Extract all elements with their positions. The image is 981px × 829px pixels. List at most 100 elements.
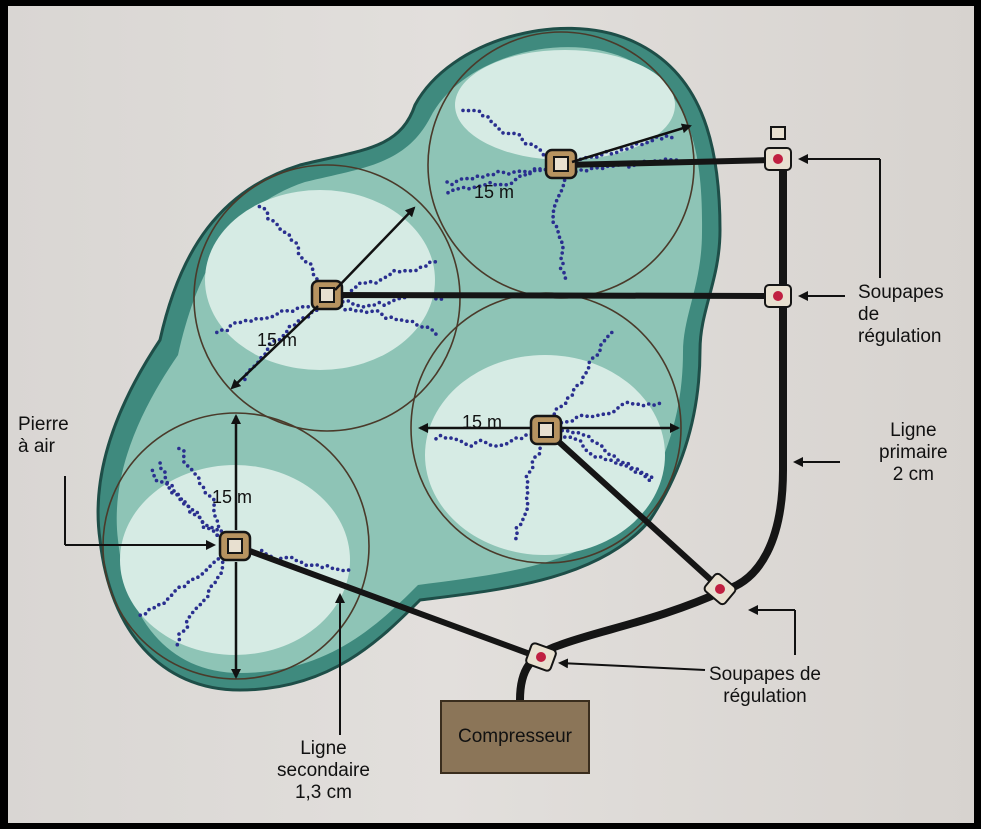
light-water-area: [425, 355, 665, 555]
bubble-dot: [596, 353, 600, 357]
bubble-dot: [518, 169, 522, 173]
bubble-dot: [575, 416, 579, 420]
bubble-dot: [593, 455, 597, 459]
bubble-dot: [464, 442, 468, 446]
bubble-dot: [636, 467, 640, 471]
bubble-dot: [467, 109, 471, 113]
bubble-dot: [175, 493, 179, 497]
bubble-dot: [556, 230, 560, 234]
bubble-dot: [478, 110, 482, 114]
bubble-dot: [551, 215, 555, 219]
bubble-dot: [534, 145, 538, 149]
bubble-dot: [555, 225, 559, 229]
bubble-dot: [358, 282, 362, 286]
bubble-dot: [650, 475, 654, 479]
bubble-dot: [411, 320, 415, 324]
bubble-dot: [193, 472, 197, 476]
bubble-dot: [347, 299, 351, 303]
bubble-dot: [197, 476, 201, 480]
bubble-dot: [420, 325, 424, 329]
bubble-dot: [651, 139, 655, 143]
bubble-dot: [260, 549, 264, 553]
bubble-dot: [166, 597, 170, 601]
label-secondary-line: Ligne secondaire 1,3 cm: [277, 738, 370, 804]
bubble-dot: [533, 455, 537, 459]
bubble-dot: [285, 309, 289, 313]
bubble-dot: [538, 452, 542, 456]
bubble-dot: [616, 406, 620, 410]
bubble-dot: [526, 502, 530, 506]
bubble-dot: [559, 405, 563, 409]
bubble-dot: [528, 470, 532, 474]
bubble-dot: [645, 473, 649, 477]
callout-arrow: [560, 663, 705, 670]
bubble-dot: [163, 470, 167, 474]
label-air-stone: Pierre à air: [18, 414, 69, 458]
bubble-dot: [164, 476, 168, 480]
bubble-dot: [387, 301, 391, 305]
bubble-dot: [496, 170, 500, 174]
bubble-dot: [177, 447, 181, 451]
bubble-dot: [350, 289, 354, 293]
bubble-dot: [566, 429, 570, 433]
bubble-dot: [601, 167, 605, 171]
bubble-dot: [278, 227, 282, 231]
bubble-dot: [367, 304, 371, 308]
bubble-dot: [577, 431, 581, 435]
bubble-dot: [600, 444, 604, 448]
bubble-dot: [606, 335, 610, 339]
regulation-valve: [765, 285, 791, 307]
bubble-dot: [602, 412, 606, 416]
bubble-dot: [444, 436, 448, 440]
bubble-dot: [626, 401, 630, 405]
bubble-dot: [640, 143, 644, 147]
bubble-dot: [208, 564, 212, 568]
bubble-dot: [670, 136, 674, 140]
bubble-dot: [630, 145, 634, 149]
bubble-dot: [558, 235, 562, 239]
bubble-dot: [631, 402, 635, 406]
bubble-dot: [151, 469, 155, 473]
bubble-dot: [580, 414, 584, 418]
bubble-dot: [587, 435, 591, 439]
bubble-dot: [526, 480, 530, 484]
bubble-dot: [315, 563, 319, 567]
bubble-dot: [512, 132, 516, 136]
bubble-dot: [403, 269, 407, 273]
bubble-dot: [310, 563, 314, 567]
bubble-dot: [603, 339, 607, 343]
bubble-dot: [213, 581, 217, 585]
bubble-dot: [196, 575, 200, 579]
bubble-dot: [524, 142, 528, 146]
bubble-dot: [384, 316, 388, 320]
bubble-dot: [525, 507, 529, 511]
bubble-dot: [658, 402, 662, 406]
bubble-dot: [531, 460, 535, 464]
bubble-dot: [336, 568, 340, 572]
bubble-dot: [610, 152, 614, 156]
bubble-dot: [474, 441, 478, 445]
bubble-dot: [614, 461, 618, 465]
bubble-dot: [405, 319, 409, 323]
bubble-dot: [603, 449, 607, 453]
bubble-dot: [210, 584, 214, 588]
bubble-dot: [563, 435, 567, 439]
bubble-dot: [152, 474, 156, 478]
bubble-dot: [290, 238, 294, 242]
bubble-dot: [439, 434, 443, 438]
bubble-dot: [529, 142, 533, 146]
bubble-dot: [599, 455, 603, 459]
bubble-dot: [178, 498, 182, 502]
compressor-label: Compresseur: [458, 726, 572, 748]
bubble-dot: [210, 526, 214, 530]
bubble-dot: [561, 262, 565, 266]
bubble-dot: [152, 606, 156, 610]
bubble-dot: [347, 568, 351, 572]
bubble-dot: [446, 191, 450, 195]
bubble-dot: [585, 169, 589, 173]
bubble-dot: [195, 607, 199, 611]
distance-label: 15 m: [462, 412, 502, 432]
bubble-dot: [312, 273, 316, 277]
bubble-dot: [207, 527, 211, 531]
bubble-dot: [616, 458, 620, 462]
